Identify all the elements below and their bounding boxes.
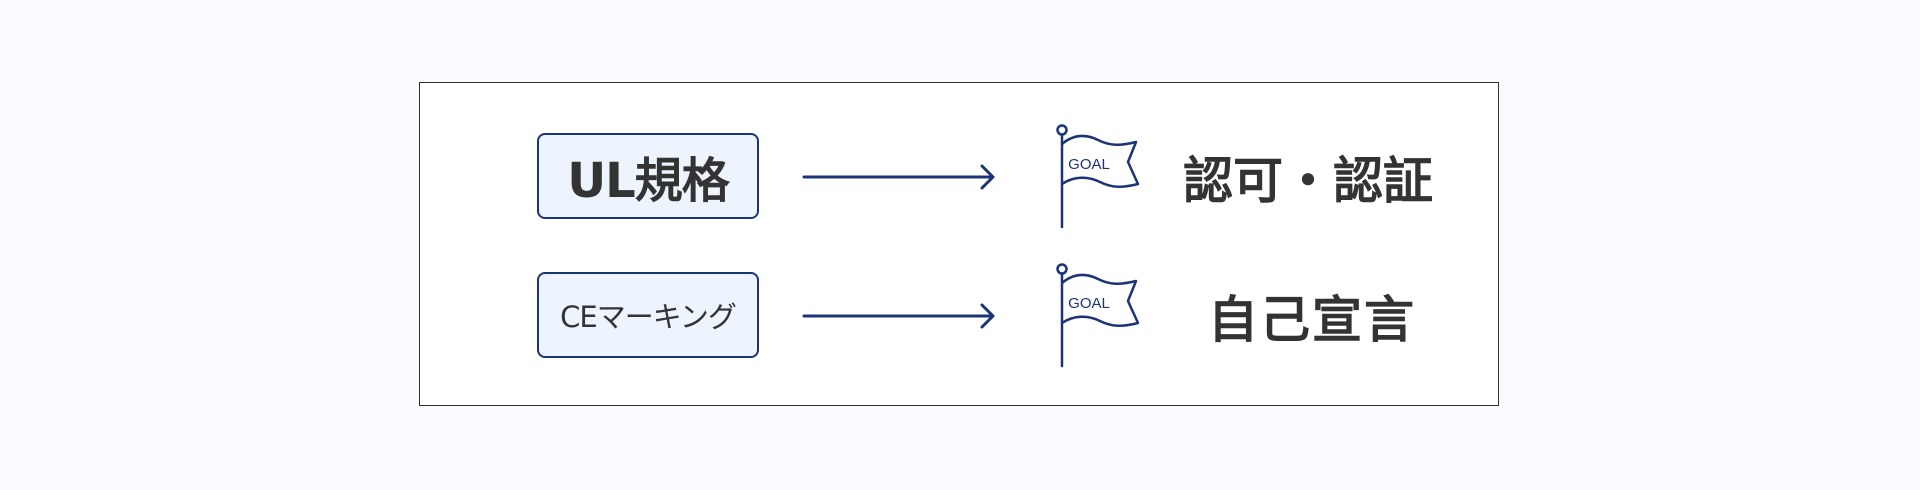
arrow-right-icon	[802, 164, 995, 190]
standard-label: CEマーキング	[560, 300, 737, 334]
arrow-right-icon	[802, 303, 995, 329]
flag-label: GOAL	[1068, 295, 1110, 312]
standard-box-ce: CEマーキング	[537, 272, 759, 358]
flag-label: GOAL	[1068, 156, 1110, 173]
standard-box-ul: UL規格	[537, 133, 759, 219]
goal-flag-icon: GOAL	[1056, 124, 1140, 229]
goal-flag-icon: GOAL	[1056, 263, 1140, 368]
standard-label: UL規格	[567, 153, 730, 209]
outcome-label: 認可・認証	[1183, 152, 1433, 210]
outcome-label: 自己宣言	[1208, 291, 1416, 349]
